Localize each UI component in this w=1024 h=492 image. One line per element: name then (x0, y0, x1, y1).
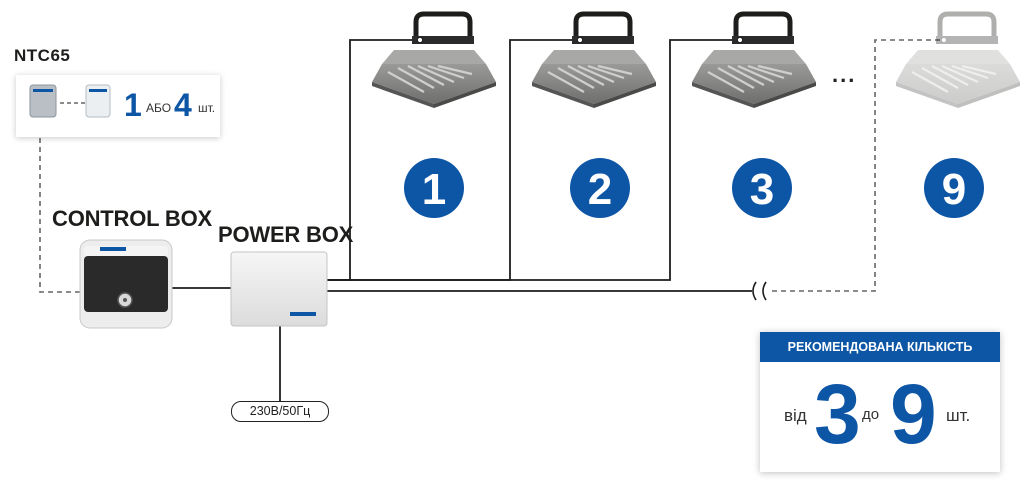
recommended-from-label: від (784, 406, 807, 425)
wire-heater-3 (327, 39, 740, 281)
ntc-unit-label: шт. (198, 101, 216, 115)
heater-number-3: 3 (750, 165, 774, 214)
recommended-max-value: 9 (890, 367, 937, 461)
wiring (170, 39, 752, 401)
power-box-device (230, 251, 328, 327)
heater-9 (896, 14, 1020, 108)
control-box-device (79, 239, 173, 329)
ntc-title: NTC65 (14, 46, 71, 65)
ntc-count-max: 4 (174, 87, 192, 123)
recommended-unit-label: шт. (946, 406, 971, 425)
wire-heater-9-dashed (772, 39, 940, 292)
recommended-quantity-card: РЕКОМЕНДОВАНА КІЛЬКІСТЬ від 3 до 9 шт. (760, 332, 1000, 472)
heater-number-9: 9 (942, 165, 966, 214)
ntc-or-label: АБО (146, 101, 172, 115)
ntc-card-sensors (29, 84, 111, 118)
heater-3 (692, 14, 816, 108)
recommended-quantity-row: від 3 до 9 шт. (760, 370, 1000, 465)
heater-badge-1: 1 (404, 158, 464, 218)
ntc-count-min: 1 (124, 87, 142, 123)
control-box-title: CONTROL BOX (52, 206, 212, 231)
heater-2 (532, 14, 656, 108)
heater-1 (372, 14, 496, 108)
heater-badge-3: 3 (732, 158, 792, 218)
heater-badge-9: 9 (924, 158, 984, 218)
recommended-quantity-title: РЕКОМЕНДОВАНА КІЛЬКІСТЬ (760, 332, 1000, 362)
heater-number-1: 1 (422, 165, 446, 214)
heater-badge-2: 2 (570, 158, 630, 218)
power-supply-label: 230В/50Гц (231, 401, 329, 422)
power-box-title: POWER BOX (218, 222, 354, 247)
line-break-symbol (752, 281, 767, 301)
heater-number-2: 2 (588, 165, 612, 214)
more-heaters-ellipsis: ... (832, 62, 857, 87)
sensor-dashed-wire (39, 120, 80, 293)
recommended-to-label: до (862, 406, 880, 423)
recommended-min-value: 3 (814, 367, 861, 461)
